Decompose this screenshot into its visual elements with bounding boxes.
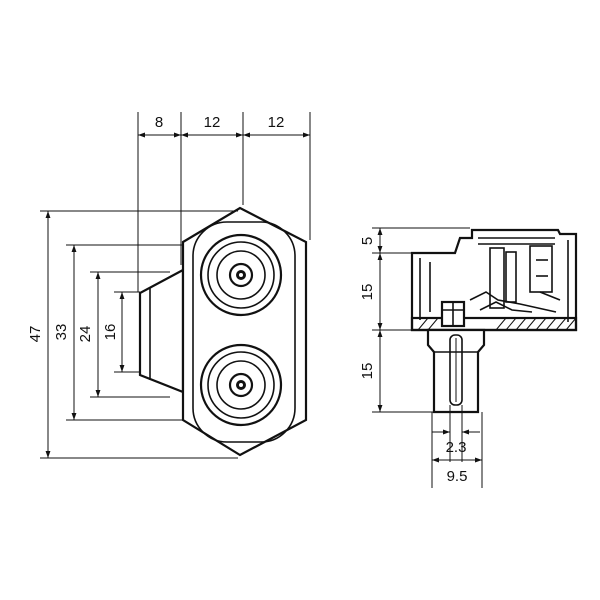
dim-label-8: 8 — [155, 114, 163, 131]
side-width-dimensions: 2.3 9.5 — [431, 405, 483, 488]
front-height-dimensions: 47 33 24 16 — [27, 210, 238, 459]
side-height-dimensions: 5 15 15 — [359, 227, 470, 413]
dim-label-15a: 15 — [359, 284, 376, 301]
dim-label-24: 24 — [77, 326, 94, 343]
upper-jack-socket — [199, 233, 283, 317]
front-width-dimensions: 8 12 12 — [137, 112, 311, 292]
dim-label-47: 47 — [27, 326, 44, 343]
lower-jack-socket — [199, 343, 283, 427]
front-view-base — [138, 268, 185, 394]
side-view: 5 15 15 2.3 9.5 — [359, 227, 578, 488]
front-view: 8 12 12 47 33 24 16 — [27, 112, 311, 459]
dim-label-5: 5 — [359, 237, 376, 245]
dim-label-2-3: 2.3 — [446, 439, 467, 456]
dim-label-33: 33 — [53, 324, 70, 341]
dim-label-12b: 12 — [268, 114, 285, 131]
dim-label-16: 16 — [102, 324, 119, 341]
dim-label-9-5: 9.5 — [447, 468, 468, 485]
dim-label-15b: 15 — [359, 363, 376, 380]
dim-label-12a: 12 — [204, 114, 221, 131]
